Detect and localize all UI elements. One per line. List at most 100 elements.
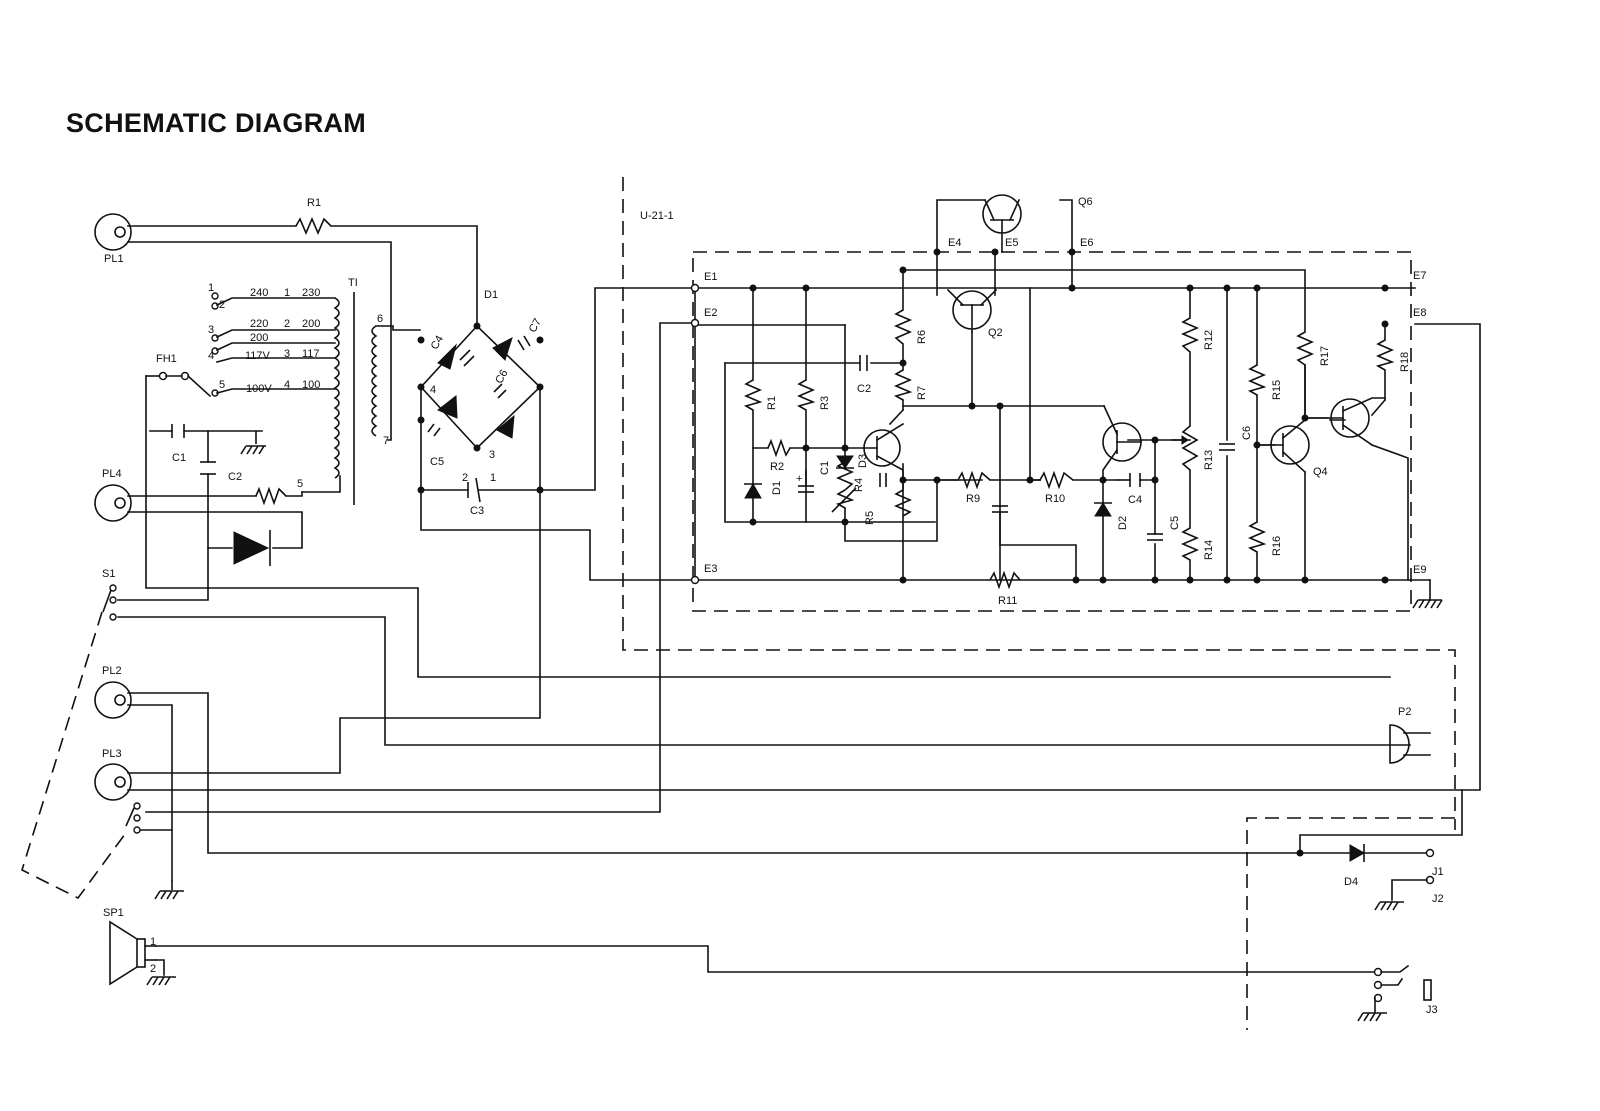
capacitor-mid — [992, 505, 1077, 581]
svg-text:J1: J1 — [1432, 866, 1444, 878]
svg-text:E2: E2 — [704, 307, 717, 319]
resistor-r3: R3 — [796, 379, 831, 411]
svg-text:100: 100 — [302, 379, 320, 391]
svg-text:4: 4 — [284, 379, 290, 391]
svg-text:1: 1 — [490, 472, 496, 484]
transistor-q1 — [844, 422, 905, 491]
resistor-r6: R6 — [893, 309, 928, 345]
svg-text:J3: J3 — [1426, 1004, 1438, 1016]
wires-left — [117, 225, 1481, 976]
capacitor-c4: C4 — [1128, 473, 1142, 506]
svg-text:C4: C4 — [1128, 494, 1142, 506]
capacitor-c3: 2 1 C3 — [417, 472, 544, 517]
resistor-r5: R5 — [831, 487, 876, 525]
svg-text:S1: S1 — [102, 568, 115, 580]
ground-left — [240, 431, 266, 455]
svg-text:4: 4 — [208, 350, 214, 362]
svg-text:+: + — [796, 473, 802, 485]
svg-text:J2: J2 — [1432, 893, 1444, 905]
diode-d2: D2 — [1094, 502, 1129, 530]
fuse-holder-fh1: FH1 — [156, 353, 212, 398]
svg-text:200: 200 — [302, 318, 320, 330]
svg-text:230: 230 — [302, 287, 320, 299]
resistor-r1: R1 — [295, 197, 332, 236]
page-title: SCHEMATIC DIAGRAM — [66, 108, 367, 138]
svg-text:R5: R5 — [864, 511, 876, 525]
capacitor-c2-board: C2 — [857, 355, 871, 395]
resistor-r9: R9 — [957, 470, 991, 505]
svg-text:C2: C2 — [857, 383, 871, 395]
jack-j1-j2: J1 J2 — [1374, 848, 1444, 911]
svg-text:TI: TI — [348, 277, 358, 289]
svg-text:4: 4 — [430, 384, 436, 396]
svg-text:R3: R3 — [819, 396, 831, 410]
board-u21-outline — [692, 251, 1412, 612]
capacitor-c1-left: C1 — [171, 424, 186, 464]
svg-text:R2: R2 — [770, 461, 784, 473]
connector-p2: P2 — [1389, 706, 1431, 764]
board-label: U-21-1 — [640, 210, 674, 222]
svg-text:C6: C6 — [493, 368, 510, 386]
svg-text:D1: D1 — [771, 481, 783, 495]
junctions — [749, 248, 1389, 584]
svg-text:E9: E9 — [1413, 564, 1426, 576]
boundary-line — [622, 177, 1456, 830]
capacitor-c1-board: + C1 — [796, 461, 831, 493]
ground-pl — [154, 880, 184, 900]
svg-text:R18: R18 — [1399, 352, 1411, 372]
voltage-selector: 1 2 240 3 220 200 4 117V 5 100V 1 230 2 … — [208, 282, 336, 397]
svg-text:C3: C3 — [470, 505, 484, 517]
label-pl2: PL2 — [102, 665, 122, 677]
resistor-r15: R15 — [1247, 364, 1283, 400]
svg-text:5: 5 — [219, 379, 225, 391]
resistor-r16: R16 — [1247, 521, 1283, 556]
label-pl1: PL1 — [104, 253, 124, 265]
svg-text:6: 6 — [377, 313, 383, 325]
svg-text:D4: D4 — [1344, 876, 1358, 888]
transistor-q2: Q2 — [946, 288, 1003, 339]
svg-text:5: 5 — [297, 478, 303, 490]
svg-text:7: 7 — [383, 435, 389, 447]
resistor-r18: R18 — [1375, 339, 1411, 372]
svg-text:C7: C7 — [527, 317, 544, 335]
boundary-line-lower — [1246, 817, 1455, 1030]
transistor-q3 — [1102, 404, 1142, 481]
jack-switch — [125, 802, 173, 834]
svg-text:FH1: FH1 — [156, 353, 177, 365]
svg-text:3: 3 — [284, 348, 290, 360]
resistor-r7: R7 — [893, 369, 928, 401]
svg-text:SP1: SP1 — [103, 907, 124, 919]
capacitor-c5: C5 — [1147, 516, 1181, 541]
connector-pl1: PL1 — [94, 213, 132, 265]
svg-text:100V: 100V — [246, 383, 272, 395]
svg-text:R7: R7 — [916, 386, 928, 400]
svg-text:200: 200 — [250, 332, 268, 344]
svg-text:D2: D2 — [1117, 516, 1129, 530]
svg-text:E1: E1 — [704, 271, 717, 283]
switch-s1: S1 — [102, 568, 117, 621]
resistor-r2: R2 — [767, 438, 791, 473]
svg-text:3: 3 — [489, 449, 495, 461]
svg-text:C5: C5 — [430, 456, 444, 468]
svg-text:R13: R13 — [1203, 450, 1215, 470]
svg-text:3: 3 — [208, 324, 214, 336]
wires-board — [694, 199, 1431, 601]
ground-e9 — [1412, 599, 1443, 609]
svg-text:2: 2 — [219, 299, 225, 311]
svg-text:Q4: Q4 — [1313, 466, 1328, 478]
svg-text:D1: D1 — [484, 289, 498, 301]
svg-text:C1: C1 — [172, 452, 186, 464]
resistor-r12: R12 — [1180, 317, 1215, 353]
transistor-q6: Q6 — [982, 194, 1093, 253]
svg-text:220: 220 — [250, 318, 268, 330]
svg-text:240: 240 — [250, 287, 268, 299]
svg-text:C4: C4 — [429, 334, 446, 352]
svg-text:E4: E4 — [948, 237, 961, 249]
svg-text:R11: R11 — [998, 595, 1017, 607]
transformer-t1: TI 6 7 5 — [297, 277, 421, 505]
svg-text:R9: R9 — [966, 493, 980, 505]
mechanical-link — [21, 611, 129, 900]
svg-text:R12: R12 — [1203, 330, 1215, 350]
diode-d4: D4 — [1296, 789, 1463, 888]
speaker-sp1: SP1 1 2 — [103, 907, 176, 986]
